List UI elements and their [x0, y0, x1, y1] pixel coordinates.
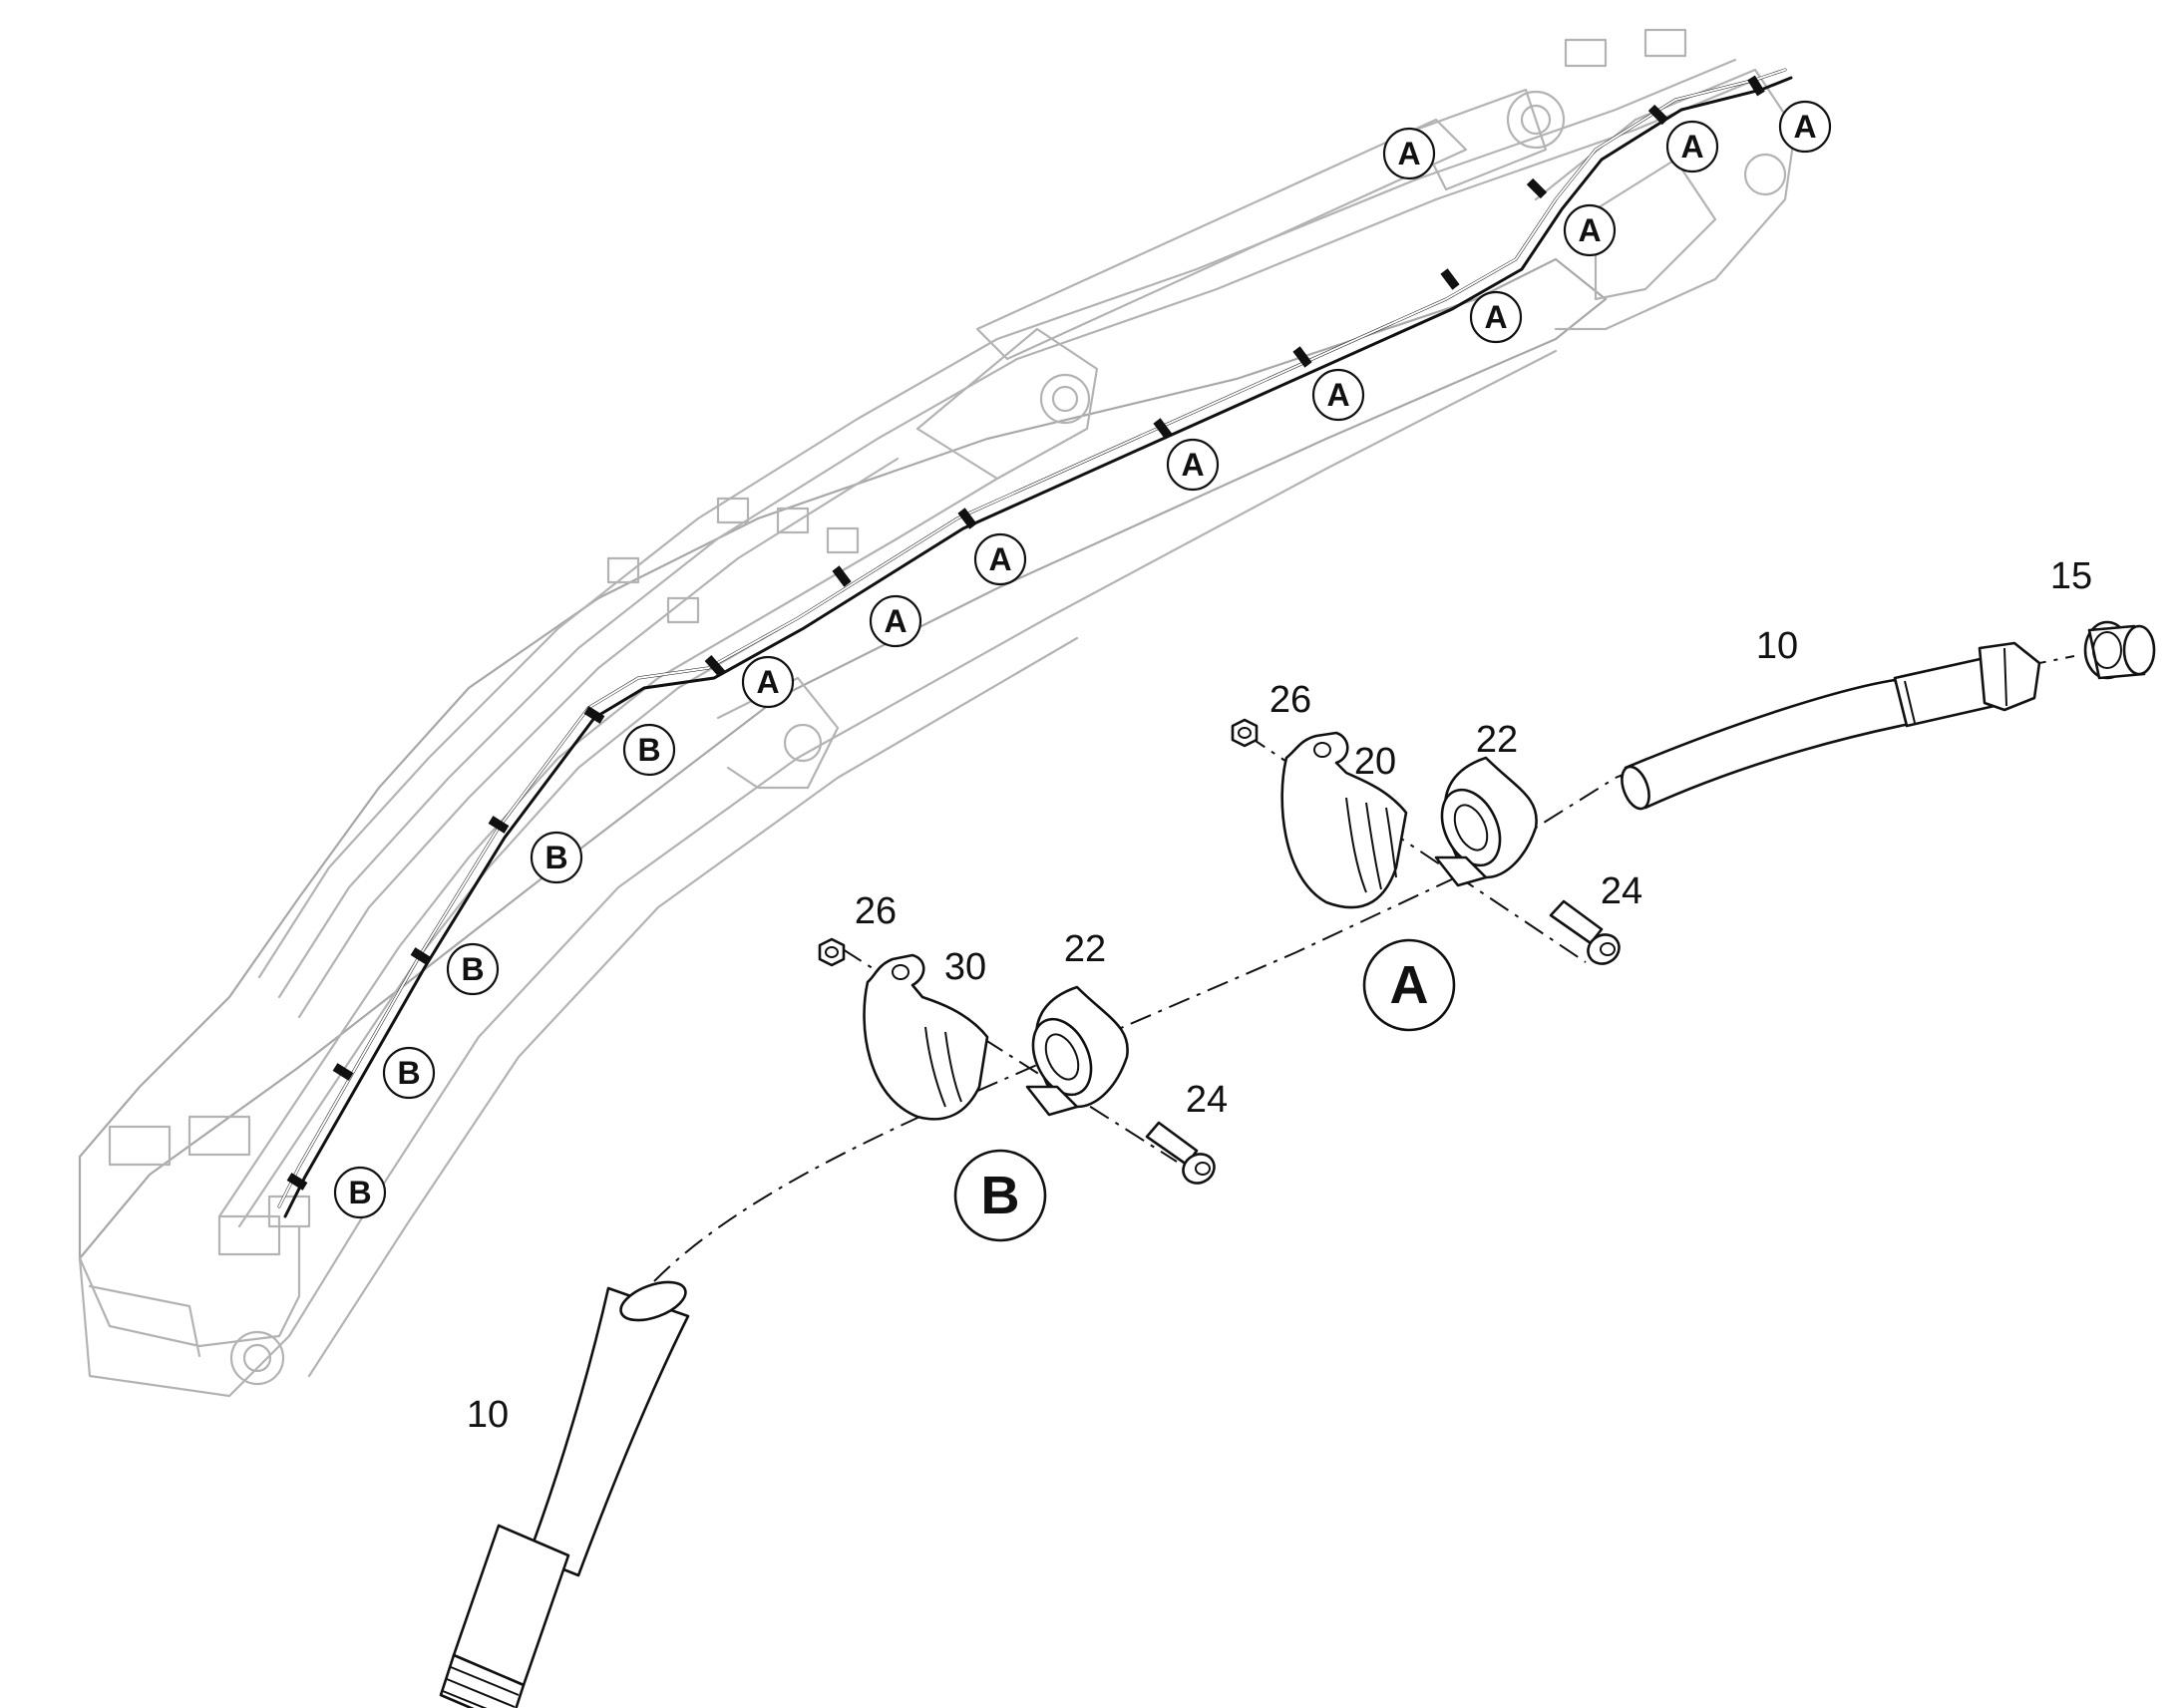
svg-text:A: A — [756, 664, 779, 700]
part-number-clamp-a: 20 — [1354, 741, 1396, 783]
screw-a-icon — [1549, 899, 1621, 965]
svg-text:B: B — [981, 1166, 1020, 1225]
callout-b-3: B — [446, 942, 500, 996]
clamp-a-icon — [1280, 731, 1408, 909]
svg-text:B: B — [348, 1175, 371, 1210]
screw-b-icon — [1145, 1121, 1216, 1185]
detail-b-parts — [818, 937, 1216, 1185]
callout-a-6: A — [1166, 438, 1220, 492]
hose-clips — [286, 75, 1765, 1191]
hose-lower-icon — [439, 1280, 690, 1708]
callout-b-5: B — [333, 1166, 387, 1219]
callout-a-3: A — [1563, 203, 1617, 257]
callout-b-4: B — [382, 1046, 436, 1100]
part-number-sleeve-b: 22 — [1064, 928, 1106, 970]
hose-upper-icon — [1621, 641, 2041, 811]
callout-a-1: A — [1778, 100, 1832, 154]
part-number-sleeve-a: 22 — [1476, 719, 1518, 761]
callout-b-2: B — [530, 831, 583, 884]
svg-text:A: A — [1181, 447, 1204, 483]
callout-a-10: A — [1382, 127, 1436, 180]
callout-a-8: A — [869, 594, 922, 648]
svg-text:A: A — [1390, 955, 1429, 1015]
svg-text:A: A — [1326, 377, 1349, 413]
part-number-clamp-b: 30 — [944, 946, 986, 988]
callout-b-1: B — [622, 723, 676, 777]
callout-a-4: A — [1469, 290, 1523, 344]
nut-a-icon — [1231, 718, 1259, 748]
sleeve-a-icon — [1434, 756, 1538, 887]
svg-text:A: A — [1680, 129, 1703, 165]
callout-a-2: A — [1665, 120, 1719, 173]
svg-text:B: B — [461, 951, 484, 987]
nut-b-icon — [818, 937, 846, 967]
fitting-icon — [2083, 620, 2156, 680]
svg-text:A: A — [1578, 212, 1601, 248]
svg-text:A: A — [1793, 109, 1816, 145]
routed-hose — [277, 68, 1793, 1218]
detail-a-parts — [1231, 718, 1621, 965]
svg-text:A: A — [988, 541, 1011, 577]
callouts-b: B B B B B — [333, 723, 676, 1219]
part-number-screw-a: 24 — [1601, 870, 1642, 912]
part-number-screw-b: 24 — [1186, 1079, 1228, 1121]
callout-a-7: A — [973, 532, 1027, 586]
part-numbers: 10 15 26 20 22 24 26 30 22 24 10 — [467, 555, 2092, 1436]
svg-text:B: B — [545, 840, 567, 875]
svg-text:A: A — [1484, 299, 1507, 335]
part-number-nut-b: 26 — [855, 890, 897, 932]
callout-a-9: A — [741, 655, 795, 709]
svg-text:B: B — [397, 1055, 420, 1091]
detail-label-b: B — [953, 1149, 1047, 1242]
part-number-hose-upper: 10 — [1756, 625, 1798, 667]
callouts-a: A A A A A A A A A A — [741, 100, 1832, 709]
part-number-hose-lower: 10 — [467, 1394, 509, 1436]
part-number-fitting: 15 — [2050, 555, 2092, 597]
clamp-b-icon — [863, 953, 989, 1121]
part-number-nut-a: 26 — [1270, 679, 1311, 721]
svg-text:A: A — [1397, 136, 1420, 171]
sleeve-b-icon — [1025, 985, 1129, 1117]
detail-label-a: A — [1362, 938, 1456, 1032]
svg-text:B: B — [637, 732, 660, 768]
callout-a-5: A — [1311, 368, 1365, 422]
svg-text:A: A — [884, 603, 907, 639]
